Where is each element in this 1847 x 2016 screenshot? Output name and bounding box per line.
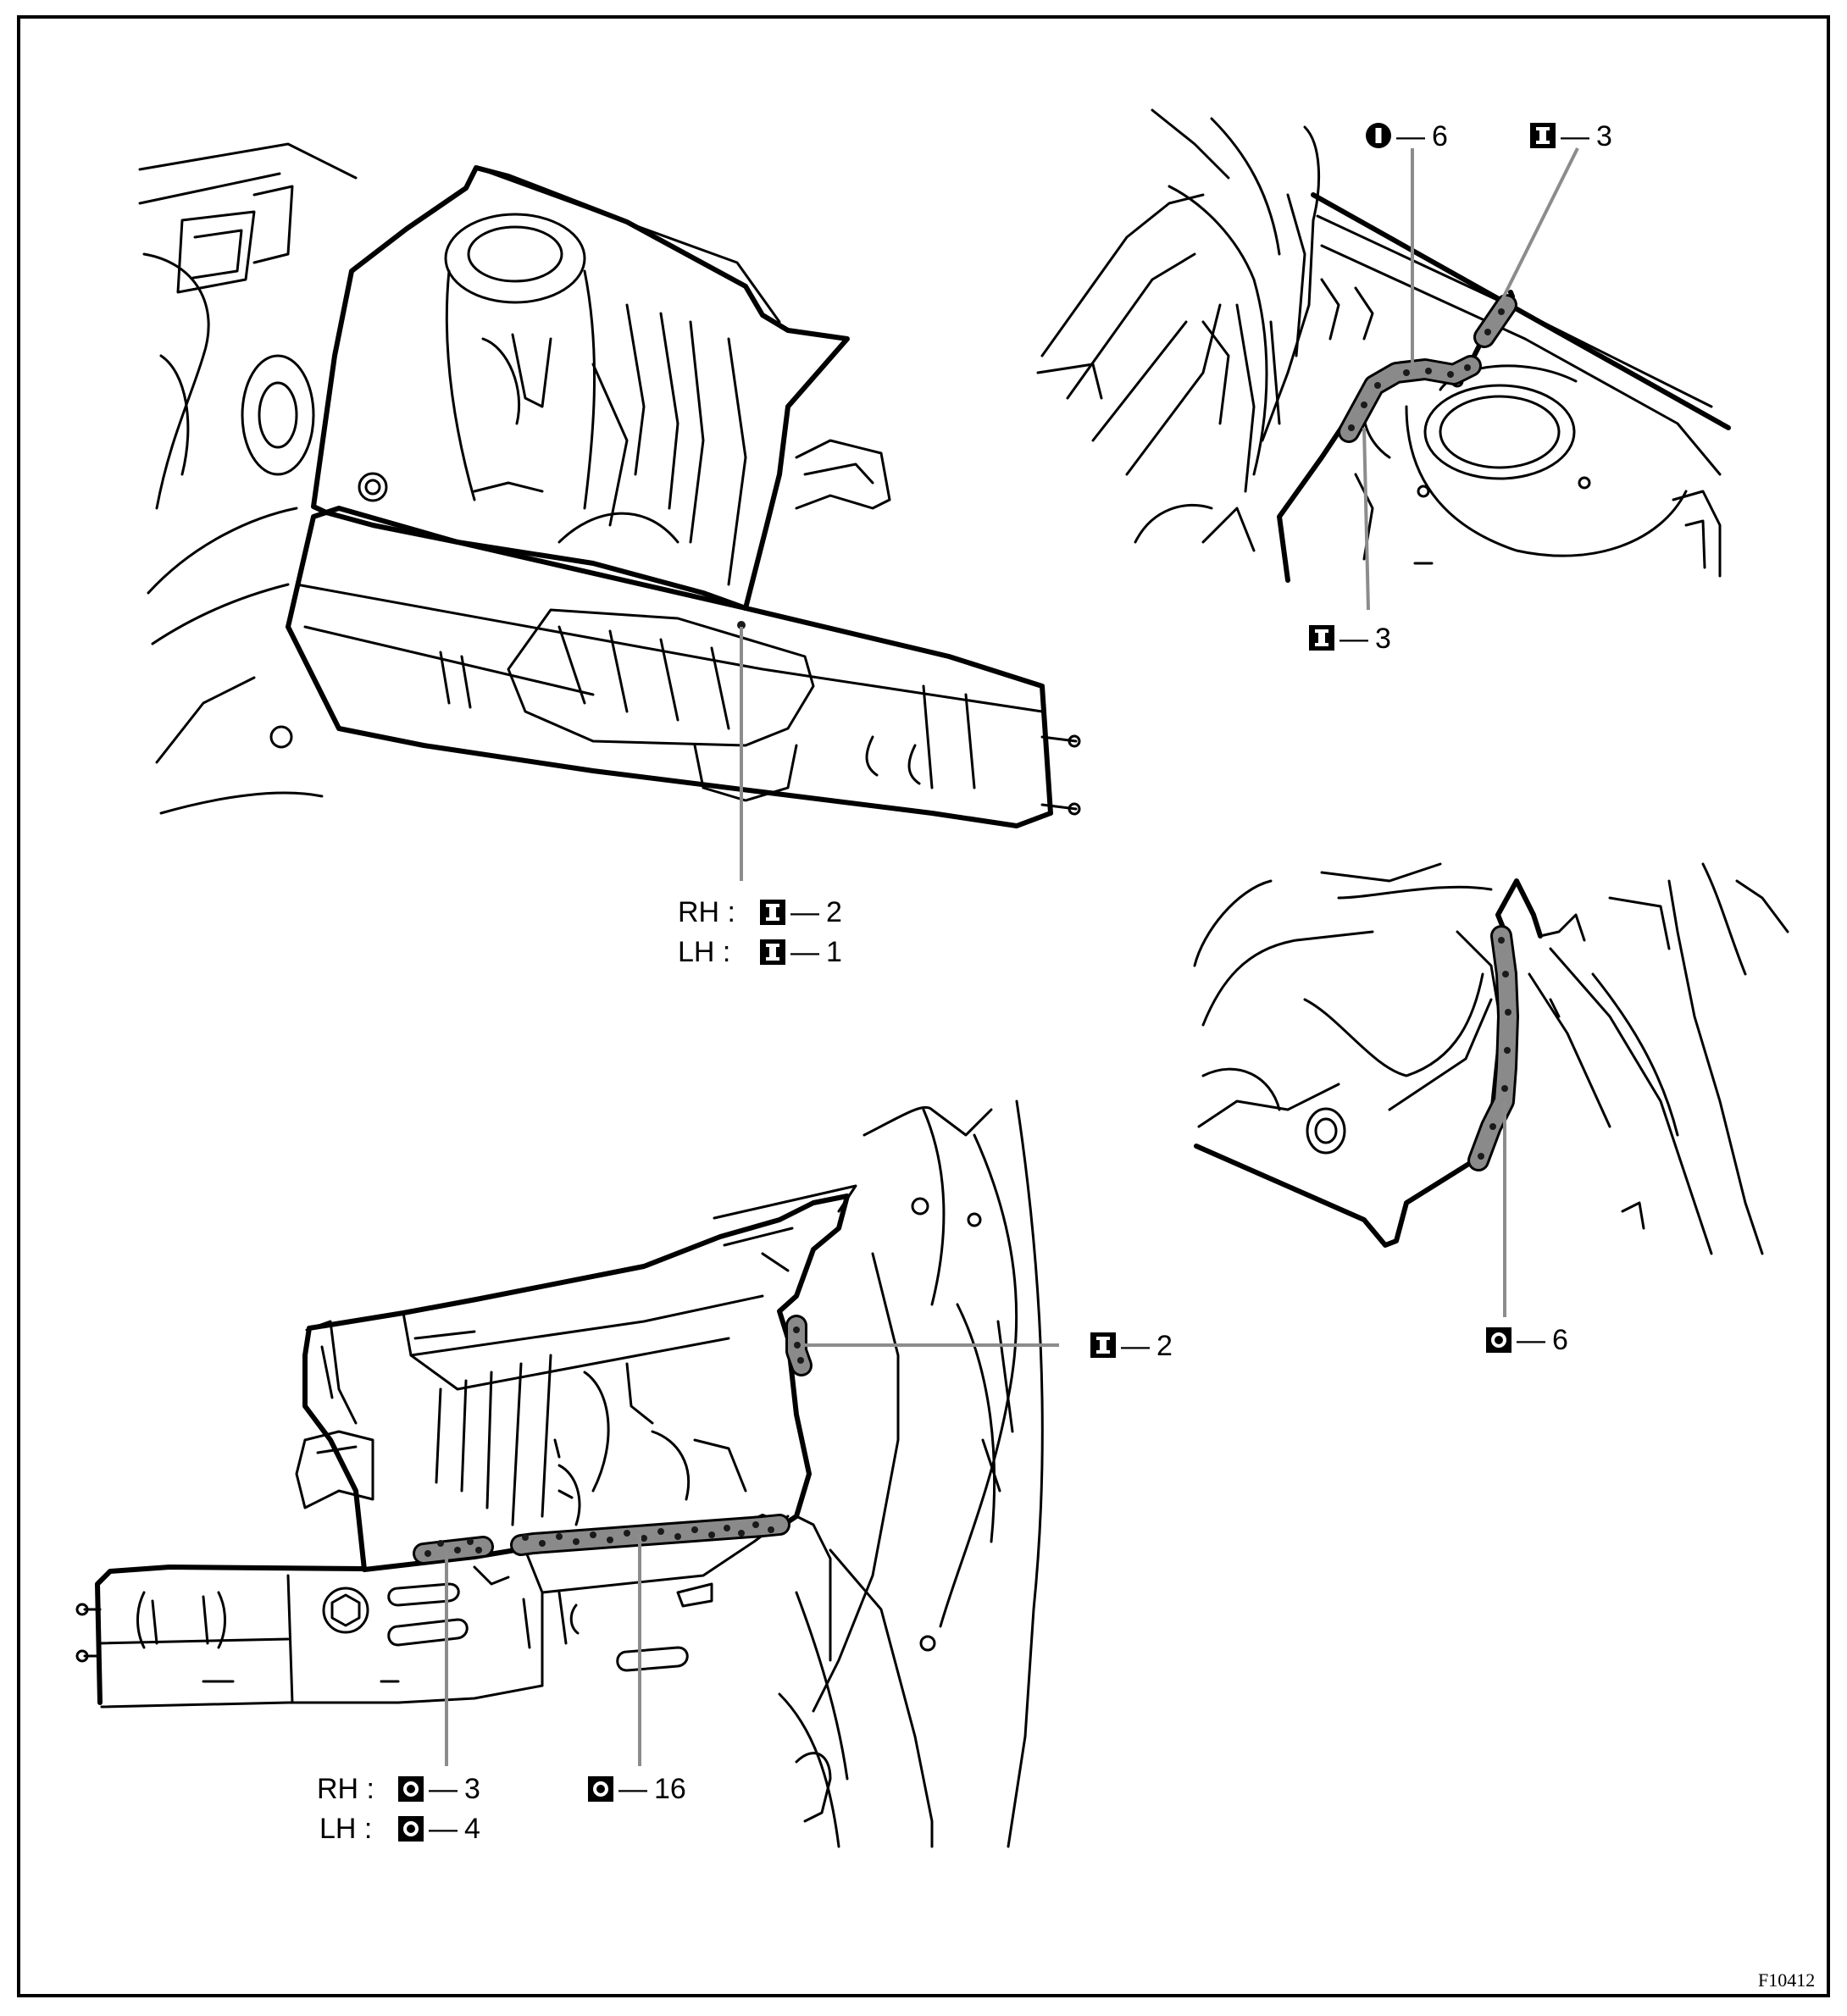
view4-lh-prefix: LH : — [319, 1813, 372, 1845]
view4-rh-prefix: RH : — [317, 1773, 374, 1805]
view-2-apron-upper — [1036, 108, 1731, 611]
view-3-callout: — 6 — [1484, 1324, 1568, 1356]
view2-top-right-count: 3 — [1596, 120, 1612, 152]
view4-right-count: 2 — [1156, 1330, 1173, 1362]
view-3-apron-cowl — [1193, 862, 1789, 1317]
view1-rh-count: 2 — [826, 896, 842, 928]
view4-mid-dash: — — [618, 1773, 647, 1805]
view-4-callouts: — 2 RH : — 3 LH : — 4 — 16 — [317, 1330, 1173, 1845]
page-frame — [17, 15, 1830, 1997]
view2-bottom-dash: — — [1339, 623, 1368, 655]
view-1-apron-rear — [138, 142, 1081, 881]
view1-rh-prefix: RH : — [678, 896, 735, 928]
view4-mid-count: 16 — [654, 1773, 686, 1805]
view-1-callout: RH : — 2 LH : — 1 — [678, 896, 842, 968]
view3-count: 6 — [1552, 1324, 1568, 1356]
view3-weld-dots — [1478, 937, 1511, 1160]
view2-weld-dots — [1348, 308, 1505, 431]
view3-dash: — — [1517, 1324, 1545, 1356]
view1-lh-count: 1 — [826, 936, 842, 968]
figure-id: F10412 — [1758, 1969, 1815, 1991]
view2-bottom-count: 3 — [1375, 623, 1391, 655]
view4-weld-dots — [424, 1326, 804, 1557]
view4-lh-count: 4 — [464, 1813, 480, 1845]
view1-lh-prefix: LH : — [678, 936, 730, 968]
view-4-apron-side — [75, 1099, 1059, 1848]
view2-top-left-count: 6 — [1432, 120, 1448, 152]
view1-lh-dash: — — [790, 936, 819, 968]
view-2-callouts: — 6 — 3 — 3 — [1309, 120, 1612, 655]
view1-rh-dash: — — [790, 896, 819, 928]
view2-top-right-dash: — — [1561, 120, 1589, 152]
view4-lh-dash: — — [429, 1813, 458, 1845]
view4-right-dash: — — [1121, 1330, 1150, 1362]
view4-rh-count: 3 — [464, 1773, 480, 1805]
view4-rh-dash: — — [429, 1773, 458, 1805]
view2-top-left-dash: — — [1396, 120, 1425, 152]
